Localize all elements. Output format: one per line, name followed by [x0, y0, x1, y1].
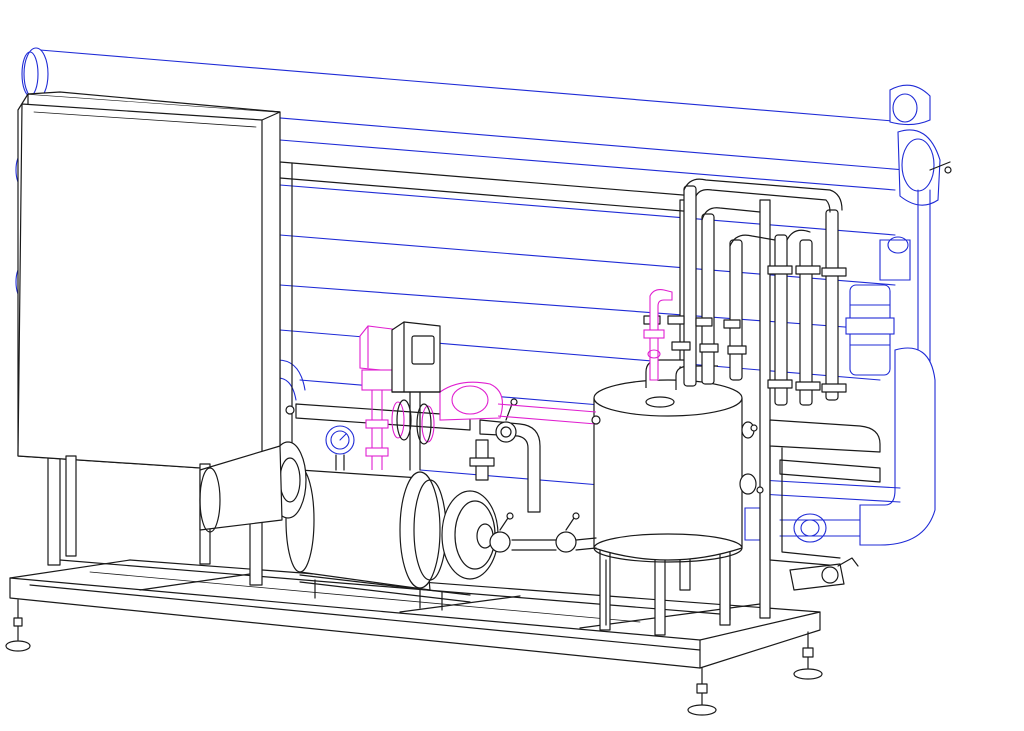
- drain-valve: [489, 512, 514, 553]
- bolts-and-fittings: [285, 161, 952, 494]
- control-cabinet: [17, 91, 281, 565]
- leveling-foot: [5, 599, 31, 652]
- check-valve: [555, 512, 580, 553]
- tri-clamp: [643, 265, 847, 393]
- actuator-head-magenta: [359, 325, 401, 391]
- pump-discharge-piping: [295, 398, 597, 553]
- hot-water-pump: [199, 441, 307, 533]
- balance-tank: [593, 359, 743, 626]
- actuator-head: [391, 321, 441, 471]
- main-centrifugal-pump: [285, 467, 499, 611]
- product-piping: [643, 178, 881, 591]
- product-feed-line: [359, 289, 673, 470]
- leveling-foot: [793, 631, 823, 680]
- leveling-foot: [687, 667, 717, 716]
- skid-frame: [5, 161, 823, 716]
